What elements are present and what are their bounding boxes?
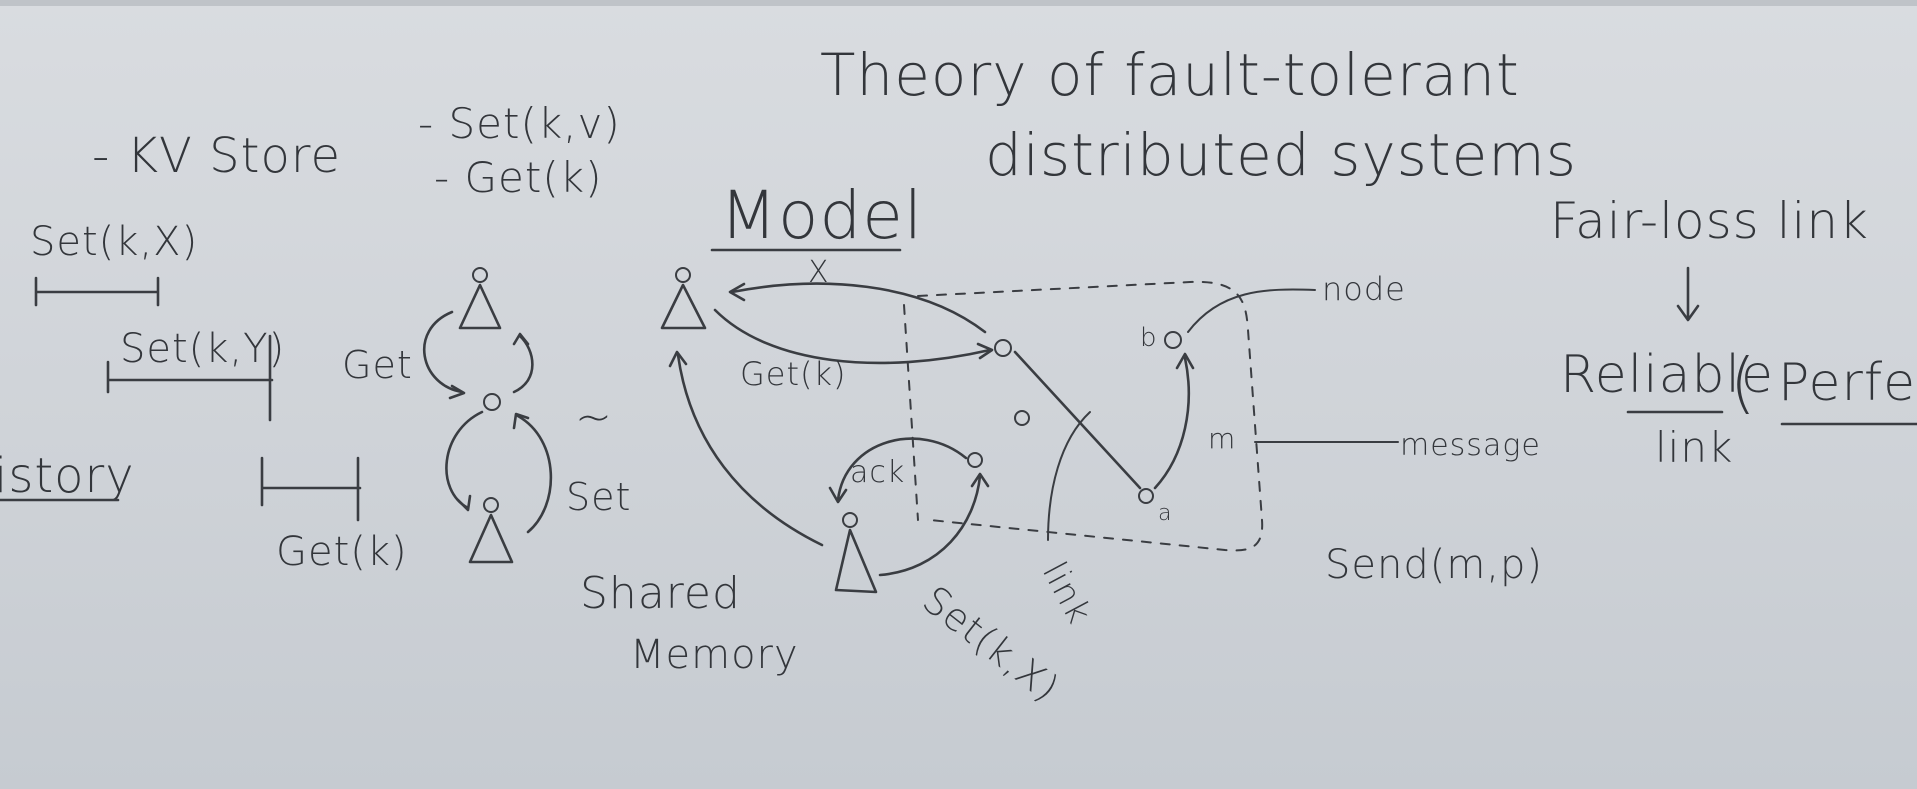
perfect-label: Perfect (1778, 353, 1917, 413)
get-k-arrow (713, 308, 992, 365)
history-op-set-x: Set(k,X) (30, 219, 198, 265)
client-top-head (472, 267, 488, 283)
model-heading: Model (720, 177, 923, 254)
system-boundary (917, 280, 1264, 552)
ack-arrowhead (828, 486, 848, 504)
fair-loss-to-reliable-arrow (1676, 266, 1700, 322)
message-arrowhead (1175, 352, 1195, 370)
node-a (1138, 488, 1154, 504)
link-word: link (1655, 423, 1733, 472)
client-bottom-body (468, 513, 514, 564)
equivalence-tilde: ~ (575, 392, 613, 443)
get-label: Get (342, 343, 413, 387)
history-label: istory (0, 448, 135, 504)
model-client-bottom-head (842, 512, 858, 528)
system-boundary-divider (903, 304, 919, 521)
link-label: link (1034, 555, 1099, 630)
set-kx-arrowhead (970, 472, 990, 488)
history-op-get: Get(k) (276, 529, 408, 575)
get-response-arrowhead (512, 332, 530, 346)
links-section: Fair-loss link Reliable ( Perfect link (1550, 192, 1917, 472)
history-interval-set-x (34, 276, 160, 307)
node-b (1164, 331, 1182, 349)
title-line-2: distributed systems (985, 121, 1577, 189)
set-response-arrow (445, 410, 484, 510)
kv-store-heading: - KV Store (92, 128, 341, 184)
node-server-3 (967, 452, 983, 468)
node-server-1 (994, 339, 1012, 357)
reply-x-label: X (808, 255, 830, 290)
node-a-label: a (1158, 501, 1172, 526)
model-client-left-body (660, 283, 707, 330)
node-label: node (1322, 270, 1406, 308)
get-request-arrow (423, 310, 464, 394)
reply-x-arrow (730, 282, 987, 334)
get-request-arrowhead (448, 384, 466, 400)
set-request-arrow (516, 414, 553, 534)
set-label: Set (566, 475, 631, 519)
history-op-set-y: Set(k,Y) (120, 326, 285, 372)
set-response-arrowhead (456, 494, 472, 512)
link-line (1013, 350, 1142, 490)
kv-op-get: - Get(k) (434, 153, 602, 202)
reliable-label: Reliable (1560, 345, 1774, 405)
set-request-arrowhead (512, 412, 530, 430)
kv-store-section: - KV Store - Set(k,v) - Get(k) Set(k,X) … (0, 99, 621, 575)
node-pointer (1187, 288, 1316, 333)
message-m-label: m (1208, 422, 1236, 455)
board-top-edge (0, 0, 1917, 6)
model-diagram: Model X Get(k) ack S (660, 177, 1543, 711)
shared-memory-diagram: Get Set ~ Shared Memory (342, 267, 799, 678)
message-arrow (1153, 356, 1191, 490)
client-bottom-head (483, 497, 499, 513)
link-pointer (1047, 411, 1091, 541)
shared-memory-caption-1: Shared (580, 568, 741, 619)
get-k-arrowhead (976, 342, 994, 360)
history-interval-get (260, 456, 362, 522)
client-to-client-arrow (676, 353, 824, 547)
reliable-paren: ( (1730, 344, 1757, 421)
get-response-arrow (512, 334, 534, 394)
kv-op-set: - Set(k,v) (418, 99, 621, 148)
reply-x-arrowhead (728, 282, 746, 302)
set-kx-label: Set(k,X) (914, 577, 1067, 710)
ack-label: ack (850, 455, 905, 490)
node-b-label: b (1140, 323, 1158, 353)
ack-arrow (836, 437, 968, 502)
shared-memory-caption-2: Memory (630, 632, 799, 678)
message-label: message (1400, 428, 1541, 463)
set-kx-arrow (878, 474, 982, 577)
client-to-client-arrowhead (668, 350, 688, 368)
board-title: Theory of fault-tolerant distributed sys… (820, 41, 1577, 189)
client-top-body (458, 283, 502, 330)
model-client-left-head (675, 267, 691, 283)
title-line-1: Theory of fault-tolerant (820, 41, 1520, 109)
send-label: Send(m,p) (1325, 542, 1543, 588)
memory-node (483, 393, 501, 411)
fair-loss-link-label: Fair-loss link (1550, 192, 1869, 250)
model-client-bottom-body (834, 528, 878, 594)
node-server-2 (1014, 410, 1030, 426)
history-interval-set-y (106, 334, 274, 422)
get-k-label: Get(k) (740, 355, 847, 393)
